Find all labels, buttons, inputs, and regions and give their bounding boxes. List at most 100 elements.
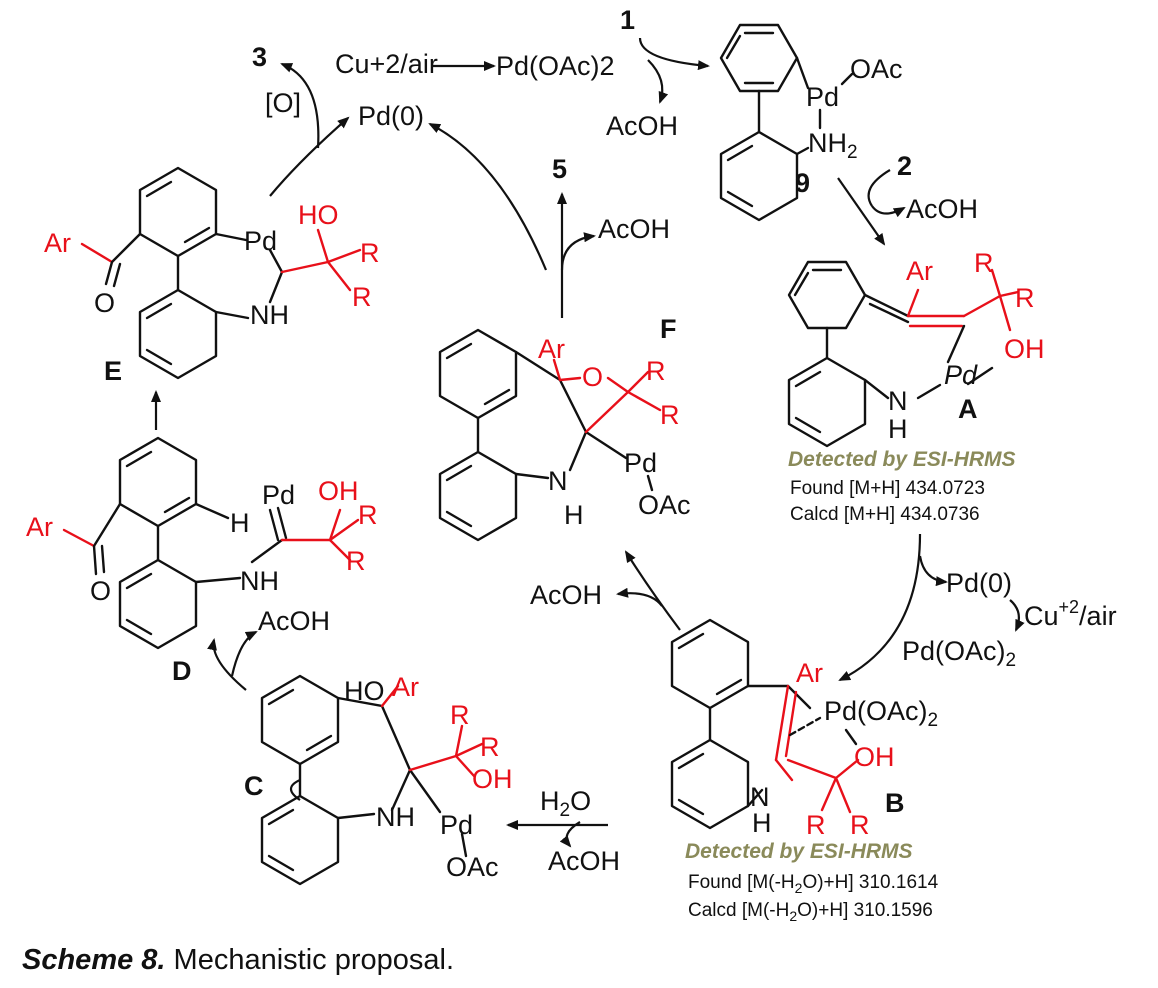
f-to-pd0-arrow bbox=[428, 123, 548, 271]
r1-E-label: R bbox=[360, 238, 380, 268]
b-to-f-arrow bbox=[624, 550, 681, 631]
pd-F-label: Pd bbox=[624, 448, 657, 478]
acoh-2-label: AcOH bbox=[906, 194, 978, 224]
cu-air-label: Cu+2/air bbox=[335, 49, 438, 79]
intermediate-C-label: C bbox=[244, 771, 264, 801]
ar-E-label: Ar bbox=[44, 228, 71, 258]
compound-9-label: 9 bbox=[795, 168, 810, 198]
n-B-label: N bbox=[750, 782, 770, 812]
found-B-label: Found [M(-H2O)+H] 310.1614 bbox=[688, 872, 939, 896]
step-F-to-5: AcOH 5 bbox=[428, 123, 670, 318]
oh-C-label: OH bbox=[472, 764, 513, 794]
r1-C-label: R bbox=[450, 700, 470, 730]
o-F-label: O bbox=[582, 362, 603, 392]
nh-C-label: NH bbox=[376, 802, 415, 832]
r2-D-label: R bbox=[346, 546, 366, 576]
h-B-label: H bbox=[752, 808, 772, 838]
detected-A-label: Detected by ESI-HRMS bbox=[788, 448, 1016, 471]
intermediate-B: Ar Pd(OAc)2 OH R R N H B Detected by ESI… bbox=[670, 618, 939, 924]
c-to-d-arrow bbox=[207, 638, 247, 691]
n-A-label: N bbox=[888, 386, 908, 416]
intermediate-B-label: B bbox=[885, 788, 905, 818]
reactant-2-label: 2 bbox=[897, 151, 912, 181]
oac-F-label: OAc bbox=[638, 490, 691, 520]
nh2-label: NH2 bbox=[808, 128, 858, 163]
caption-bold: Scheme 8. bbox=[22, 944, 166, 976]
intermediate-D: Ar O H Pd OH R R NH D bbox=[26, 436, 378, 686]
acoh-1-arrow bbox=[647, 59, 669, 104]
ar-F-label: Ar bbox=[538, 334, 565, 364]
acoh-cd-label: AcOH bbox=[258, 606, 330, 636]
r2-C-label: R bbox=[480, 732, 500, 762]
intermediate-A: Ar R R OH Pd N H A Detected by ESI-HRMS … bbox=[787, 248, 1045, 525]
step-B-to-F: AcOH bbox=[530, 550, 681, 631]
acoh-bf-arrow bbox=[616, 587, 663, 607]
r2-F-label: R bbox=[660, 400, 680, 430]
pd-9-label: Pd bbox=[806, 82, 839, 112]
e-to-pd0-arrow bbox=[269, 116, 350, 197]
step-B-to-C: H2O AcOH bbox=[506, 786, 620, 876]
mechanism-scheme: Cu+2/air Pd(OAc)2 Pd(0) [O] 3 1 AcOH Pd … bbox=[26, 5, 1117, 924]
nh-E-label: NH bbox=[250, 300, 289, 330]
acoh-1-label: AcOH bbox=[606, 111, 678, 141]
intermediate-D-label: D bbox=[172, 656, 192, 686]
oh-E-label: HO bbox=[298, 200, 339, 230]
pd-oac2-B-label: Pd(OAc)2 bbox=[824, 696, 938, 731]
pd-C-label: Pd bbox=[440, 810, 473, 840]
intermediate-F: Ar O R R Pd OAc N H F bbox=[438, 314, 691, 542]
ho-C-label: HO bbox=[344, 676, 385, 706]
scheme-caption: Scheme 8. Mechanistic proposal. bbox=[22, 944, 454, 977]
step-A-to-B: Pd(0) Cu+2/air Pd(OAc)2 bbox=[838, 533, 1117, 681]
step-2: 2 AcOH bbox=[837, 151, 978, 246]
ar-D-label: Ar bbox=[26, 512, 53, 542]
pd-D-label: Pd bbox=[262, 480, 295, 510]
oh-A-label: OH bbox=[1004, 334, 1045, 364]
r1-B-label: R bbox=[806, 810, 826, 840]
intermediate-E-label: E bbox=[104, 356, 122, 386]
ar-A-label: Ar bbox=[906, 256, 933, 286]
rotation-arrow bbox=[289, 778, 301, 801]
cu-air-right-label: Cu+2/air bbox=[1024, 597, 1117, 631]
caption-text: Mechanistic proposal. bbox=[165, 944, 455, 976]
acoh-5-label: AcOH bbox=[598, 214, 670, 244]
h-F-label: H bbox=[564, 500, 584, 530]
pd0-release-arrow bbox=[918, 555, 948, 587]
step-1: 1 AcOH bbox=[606, 5, 710, 141]
calcd-B-label: Calcd [M(-H2O)+H] 310.1596 bbox=[688, 900, 933, 924]
detected-B-label: Detected by ESI-HRMS bbox=[685, 840, 913, 863]
acoh-bc-label: AcOH bbox=[548, 846, 620, 876]
compound-9: Pd OAc NH2 9 bbox=[719, 23, 903, 222]
intermediate-E: Ar O Pd HO R R NH E bbox=[44, 166, 380, 386]
pd0-right-label: Pd(0) bbox=[946, 568, 1012, 598]
reactant-1-label: 1 bbox=[620, 5, 635, 35]
found-A-label: Found [M+H] 434.0723 bbox=[790, 478, 985, 499]
a-to-b-arrow bbox=[838, 533, 922, 681]
acoh-bf-label: AcOH bbox=[530, 580, 602, 610]
step-1-arrow bbox=[638, 37, 710, 71]
top-catalyst-regeneration: Cu+2/air Pd(OAc)2 Pd(0) [O] 3 bbox=[252, 42, 615, 197]
h-A-label: H bbox=[888, 414, 908, 444]
h2o-label: H2O bbox=[540, 786, 591, 821]
nh-D-label: NH bbox=[240, 566, 279, 596]
ar-C-label: Ar bbox=[392, 672, 419, 702]
o-E-label: O bbox=[94, 288, 115, 318]
pd-A-label: Pd bbox=[944, 360, 978, 390]
product-3-label: 3 bbox=[252, 42, 267, 72]
pd-oac2-right-label: Pd(OAc)2 bbox=[902, 636, 1016, 671]
oh-D-label: OH bbox=[318, 476, 359, 506]
acoh-5-arrow bbox=[560, 232, 596, 271]
intermediate-A-label: A bbox=[958, 394, 978, 424]
acoh-cd-arrow bbox=[230, 631, 258, 677]
acoh-2-arrow bbox=[871, 205, 906, 218]
n-F-label: N bbox=[548, 466, 568, 496]
cu-air-right-arrow bbox=[1009, 599, 1025, 632]
pd0-top-label: Pd(0) bbox=[358, 101, 424, 131]
r1-D-label: R bbox=[358, 500, 378, 530]
oxidant-label: [O] bbox=[265, 88, 301, 118]
step-C-to-D: AcOH bbox=[207, 606, 330, 691]
step-2-arrow bbox=[837, 177, 886, 246]
oac-C-label: OAc bbox=[446, 852, 499, 882]
h-D-label: H bbox=[230, 508, 250, 538]
oh-B-label: OH bbox=[854, 742, 895, 772]
r2-E-label: R bbox=[352, 282, 372, 312]
